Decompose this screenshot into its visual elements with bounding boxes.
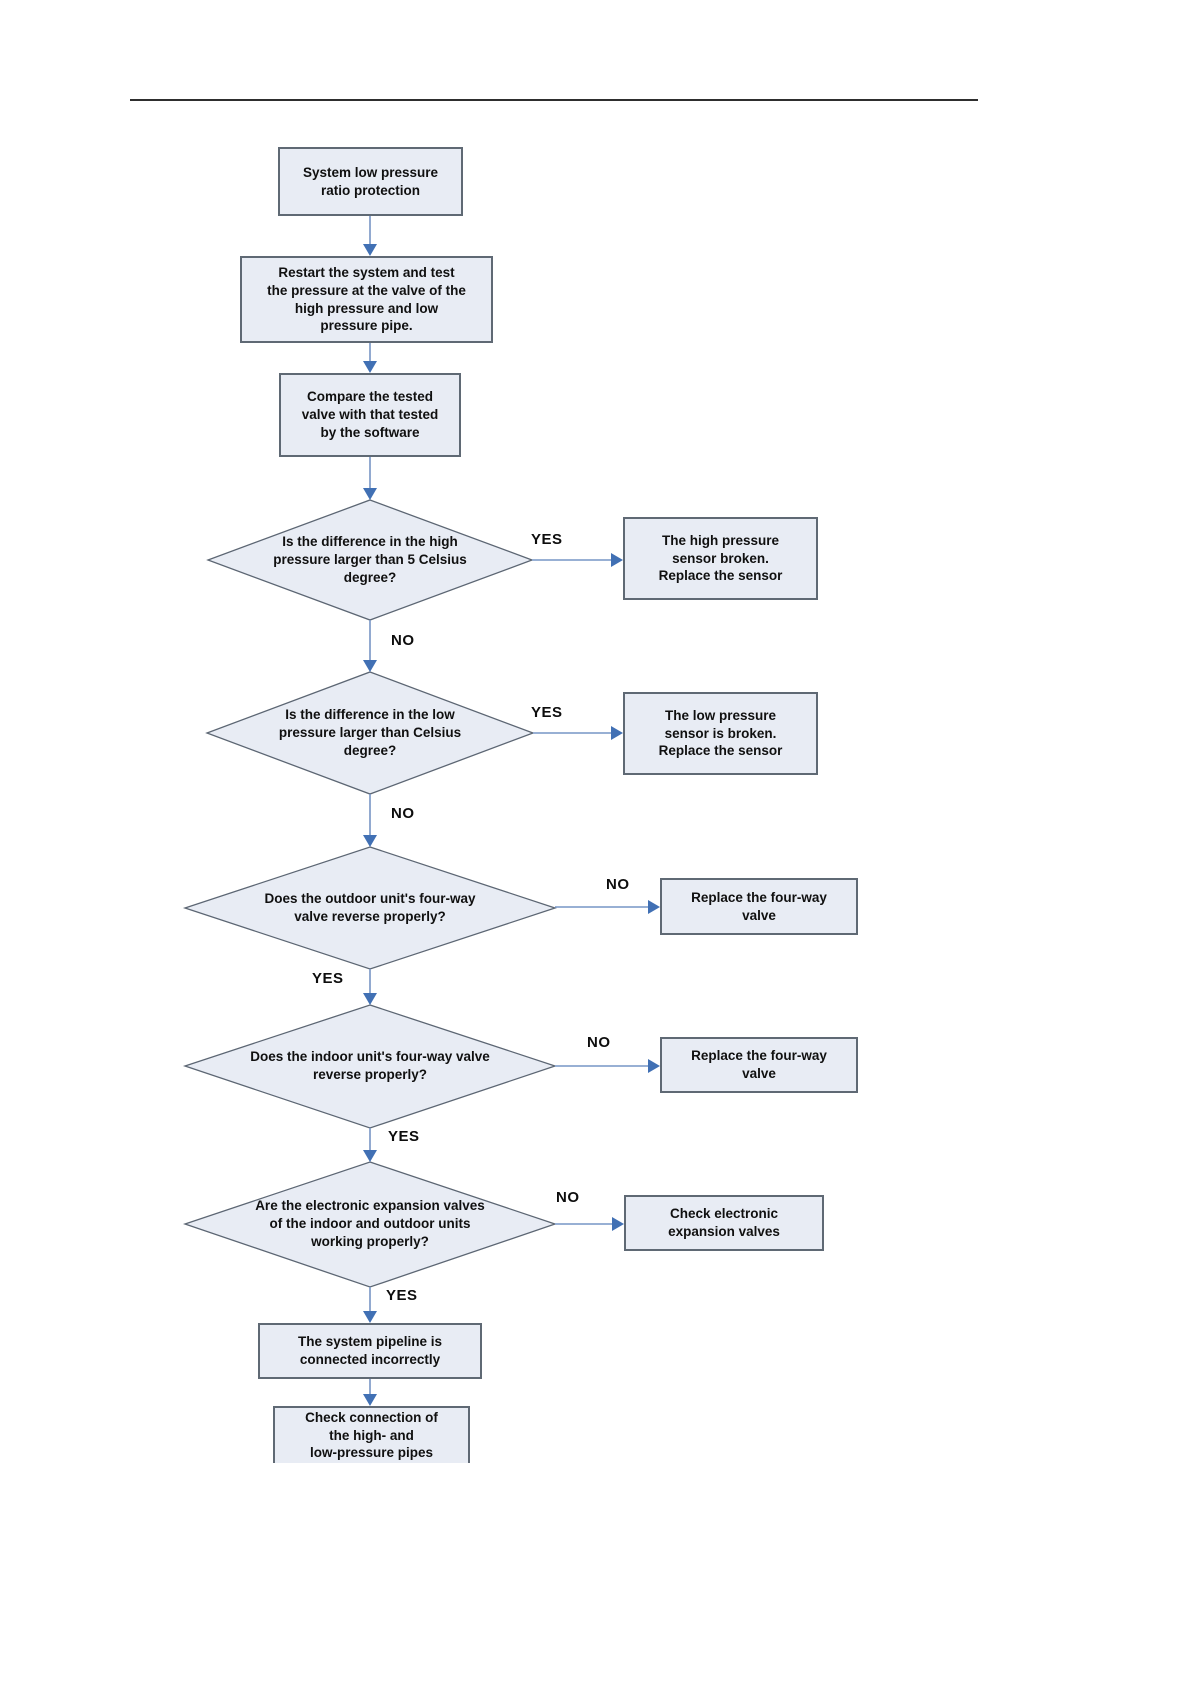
decision-indoor-fourway-shape [182, 1004, 558, 1129]
decision-outdoor-fourway-shape [182, 846, 558, 970]
edge-label-no-5: NO [556, 1189, 580, 1206]
decision-low-pressure-shape [205, 671, 535, 795]
edge-label-no-2: NO [391, 805, 415, 822]
start-node: System low pressure ratio protection [278, 147, 463, 216]
edge-label-yes-5: YES [386, 1287, 418, 1304]
restart-node: Restart the system and test the pressure… [240, 256, 493, 343]
edge-label-yes-1: YES [531, 531, 563, 548]
edge-label-yes-3: YES [312, 970, 344, 987]
decision-high-pressure-shape [206, 499, 534, 621]
connector-lines [369, 216, 649, 1395]
check-connection-node: Check connection of the high- and low-pr… [273, 1406, 470, 1463]
edge-label-no-1: NO [391, 632, 415, 649]
decision-eev-shape [182, 1161, 558, 1288]
result-high-pressure-sensor-node: The high pressure sensor broken. Replace… [623, 517, 818, 600]
result-check-eev-node: Check electronic expansion valves [624, 1195, 824, 1251]
page-top-rule [130, 99, 978, 101]
edge-label-yes-2: YES [531, 704, 563, 721]
edge-label-no-3: NO [606, 876, 630, 893]
arrowheads [363, 244, 660, 1406]
edge-label-yes-4: YES [388, 1128, 420, 1145]
edge-label-no-4: NO [587, 1034, 611, 1051]
pipeline-node: The system pipeline is connected incorre… [258, 1323, 482, 1379]
compare-node: Compare the tested valve with that teste… [279, 373, 461, 457]
result-replace-fourway-1-node: Replace the four-way valve [660, 878, 858, 935]
result-replace-fourway-2-node: Replace the four-way valve [660, 1037, 858, 1093]
result-low-pressure-sensor-node: The low pressure sensor is broken. Repla… [623, 692, 818, 775]
